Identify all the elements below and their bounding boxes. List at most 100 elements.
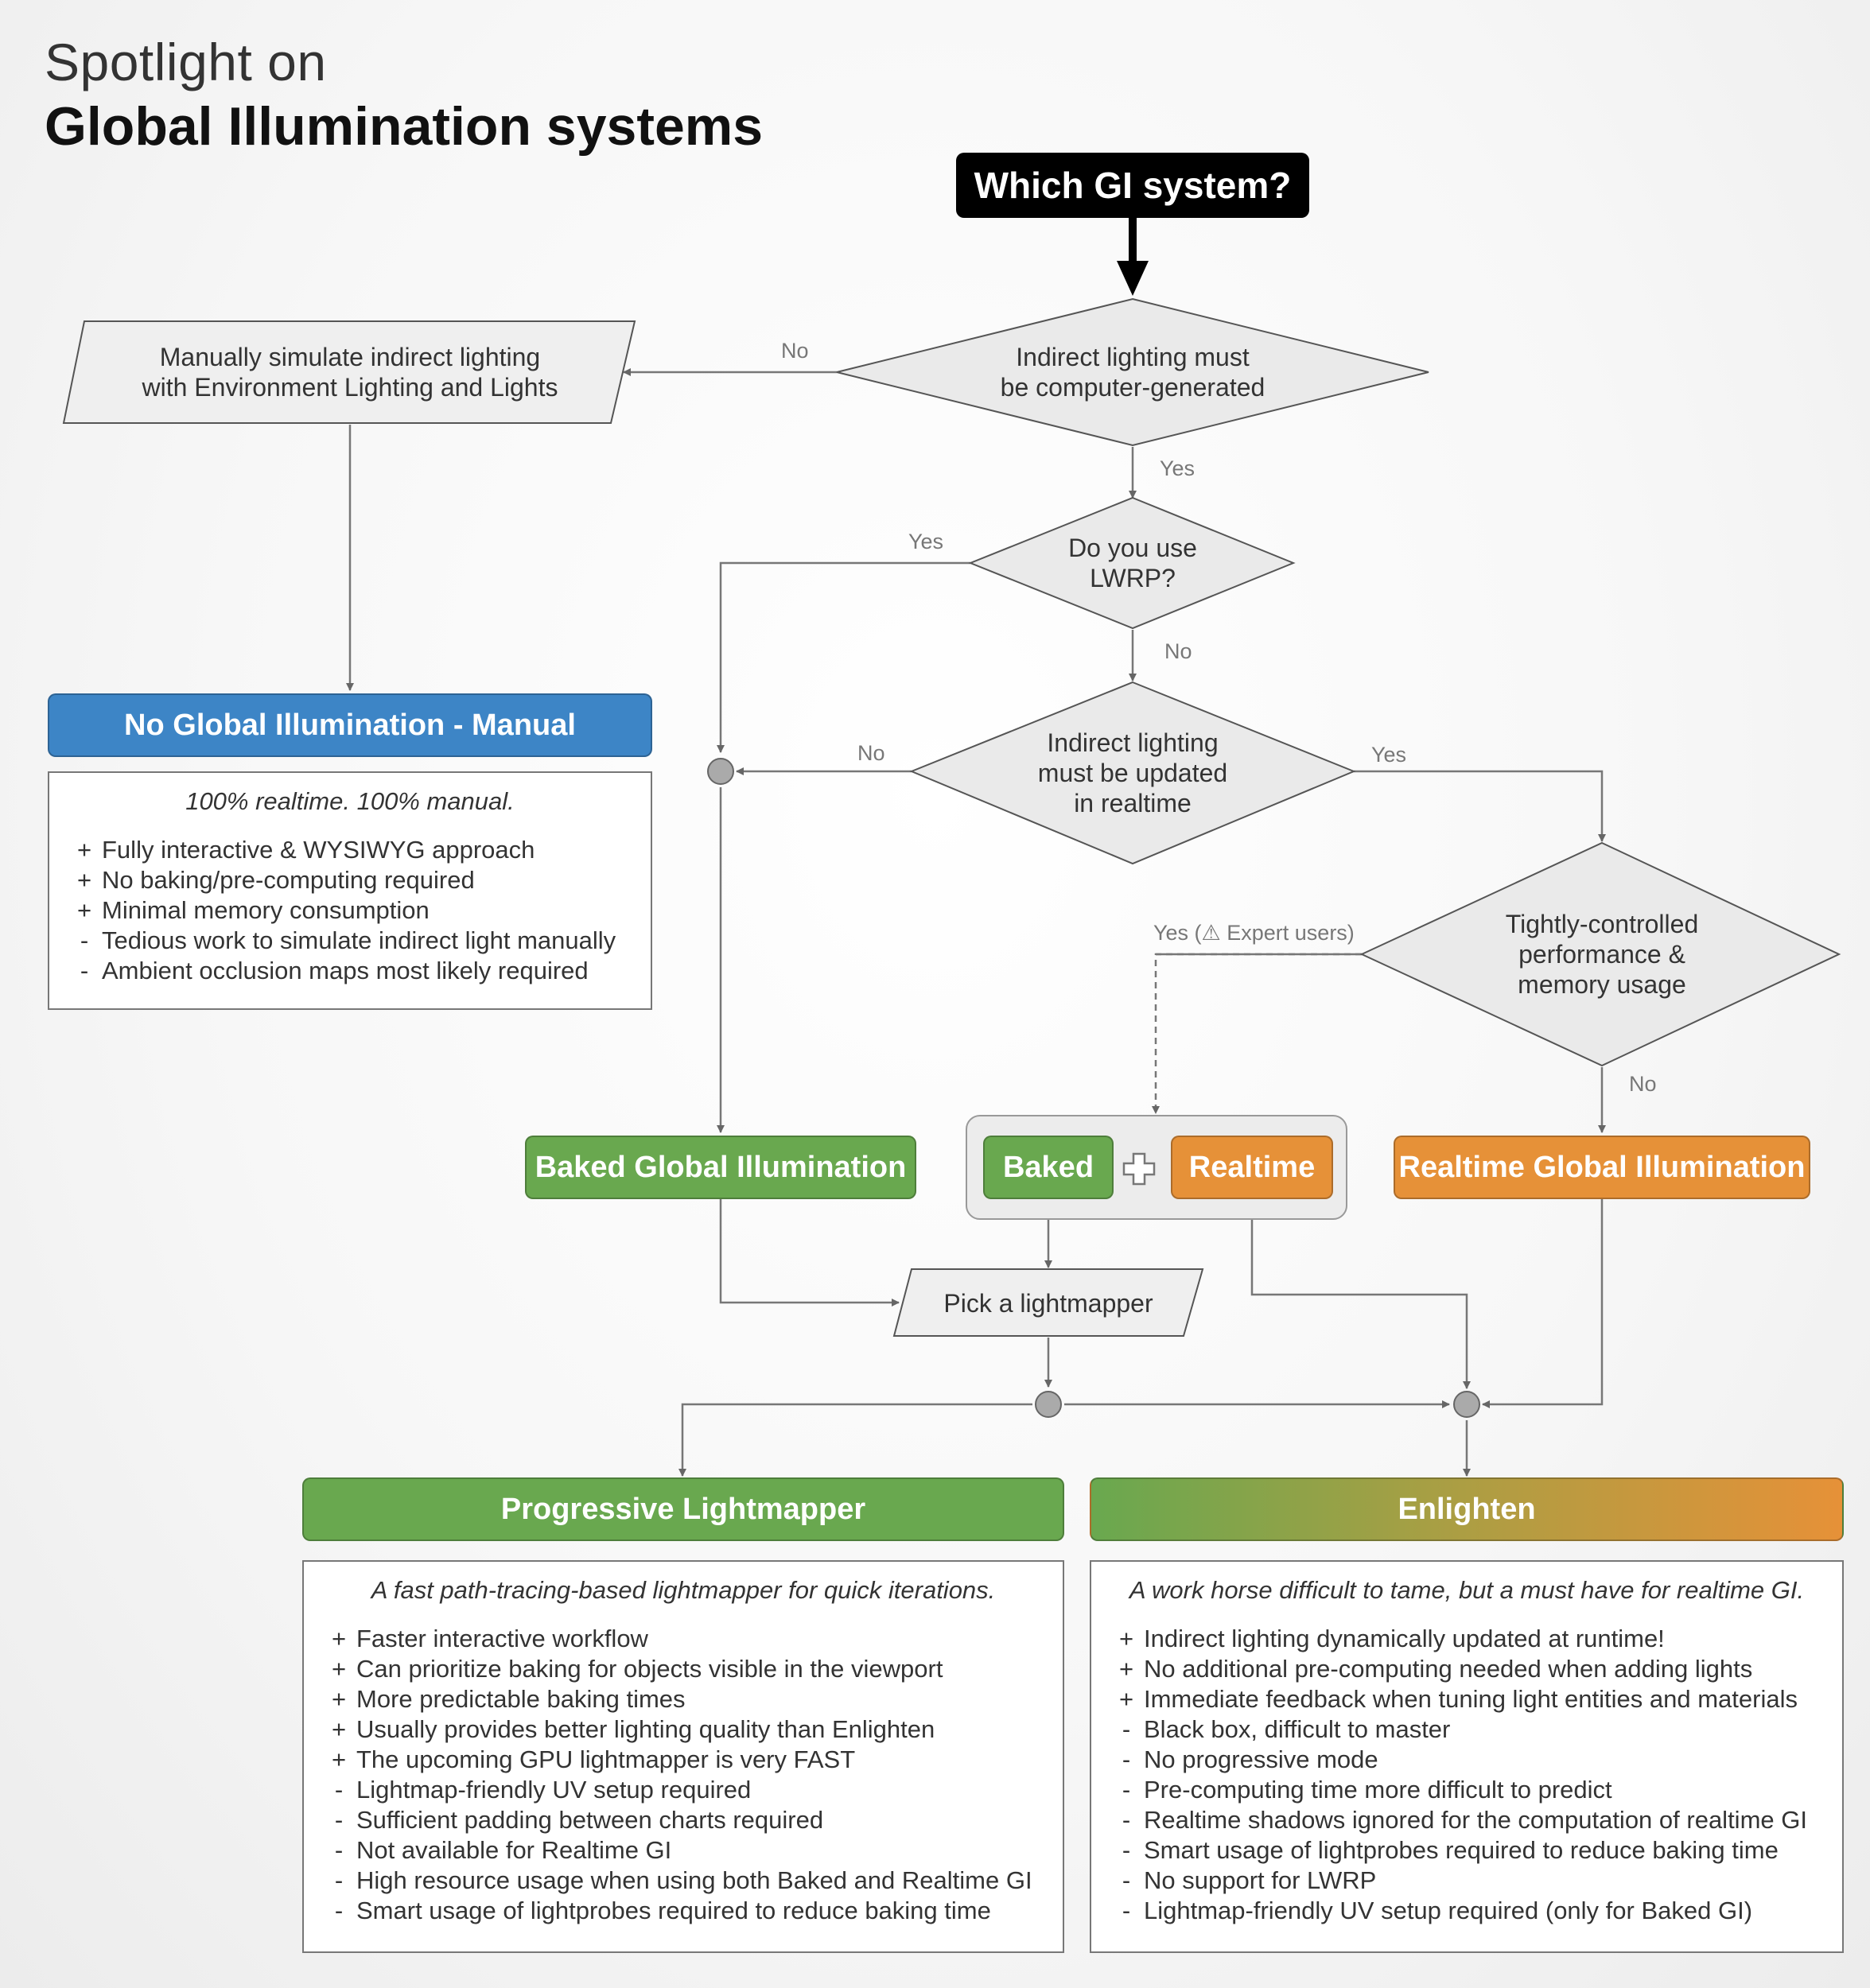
header-no-gi: No Global Illumination - Manual — [48, 693, 652, 757]
list-item: -No support for LWRP — [1109, 1866, 1842, 1896]
header-progressive: Progressive Lightmapper — [302, 1477, 1064, 1541]
list-item-text: Realtime shadows ignored for the computa… — [1144, 1806, 1807, 1834]
list-item: +Immediate feedback when tuning light en… — [1109, 1684, 1842, 1714]
edge-label-no: No — [857, 741, 885, 765]
junction-enlighten — [1453, 1391, 1480, 1418]
panel-intro: A fast path-tracing-based lightmapper fo… — [371, 1576, 996, 1604]
list-item: -Ambient occlusion maps most likely requ… — [67, 956, 651, 986]
list-item-text: Usually provides better lighting quality… — [356, 1715, 935, 1743]
start-node: Which GI system? — [956, 153, 1309, 218]
list-item: + Fully interactive & WYSIWYG approach — [67, 835, 651, 865]
panel-no-gi: 100% realtime. 100% manual. +Fully inter… — [48, 771, 652, 1010]
header-realtime: Realtime — [1171, 1136, 1333, 1199]
list-item-text: Pre-computing time more difficult to pre… — [1144, 1776, 1612, 1804]
decision-computer-generated — [836, 297, 1429, 447]
edge-label-yes: Yes — [908, 530, 944, 553]
list-item-text: More predictable baking times — [356, 1685, 686, 1713]
list-item-text: Tedious work to simulate indirect light … — [102, 926, 616, 954]
edge-d3-yes — [1354, 770, 1606, 842]
panel-enlighten: A work horse difficult to tame, but a mu… — [1090, 1560, 1844, 1953]
list-item-text: High resource usage when using both Bake… — [356, 1866, 1032, 1894]
list-item-text: The upcoming GPU lightmapper is very FAS… — [356, 1745, 856, 1773]
junction-baked — [707, 758, 734, 785]
pro-marker: + — [331, 1655, 347, 1683]
list-item: -Tedious work to simulate indirect light… — [67, 926, 651, 956]
pro-marker: + — [1118, 1685, 1134, 1713]
list-item-text: Ambient occlusion maps most likely requi… — [102, 957, 589, 984]
pro-marker: + — [76, 866, 92, 894]
list-item-text: Black box, difficult to master — [1144, 1715, 1451, 1743]
pro-marker: + — [1118, 1625, 1134, 1652]
edge-d4-expert — [1152, 953, 1362, 1114]
list-item-text: No baking/pre-computing required — [102, 866, 475, 894]
list-item: +Minimal memory consumption — [67, 895, 651, 926]
header-realtime-gi: Realtime Global Illumination — [1394, 1136, 1810, 1199]
pro-marker: + — [331, 1745, 347, 1773]
list-item-text: No additional pre-computing needed when … — [1144, 1655, 1753, 1683]
process-manual-simulate — [62, 320, 636, 424]
list-item: -Smart usage of lightprobes required to … — [321, 1896, 1063, 1926]
list-item: -Realtime shadows ignored for the comput… — [1109, 1805, 1842, 1835]
con-marker: - — [1122, 1866, 1131, 1894]
edge-baked-to-pick — [719, 1199, 900, 1307]
con-marker: - — [80, 957, 89, 984]
edge-label-no: No — [1629, 1072, 1657, 1096]
list-item-text: Can prioritize baking for objects visibl… — [356, 1655, 943, 1683]
process-manual-simulate-text: Manually simulate indirect lighting with… — [142, 343, 558, 402]
list-item: -Pre-computing time more difficult to pr… — [1109, 1775, 1842, 1805]
decision-use-lwrp-text: Do you use LWRP? — [1068, 534, 1197, 592]
con-marker: - — [1122, 1836, 1131, 1864]
list-item: + The upcoming GPU lightmapper is very FA… — [321, 1745, 1063, 1775]
list-item: -No progressive mode — [1109, 1745, 1842, 1775]
list-item-text: Lightmap-friendly UV setup required — [356, 1776, 752, 1804]
con-marker: - — [334, 1836, 344, 1864]
no-gi-list: + Fully interactive & WYSIWYG approach + No… — [49, 835, 651, 986]
list-item-text: Not available for Realtime GI — [356, 1836, 672, 1864]
list-item: +Faster interactive workflow — [321, 1624, 1063, 1654]
list-item: +No additional pre-computing needed when… — [1109, 1654, 1842, 1684]
page-title: Global Illumination systems — [45, 96, 764, 157]
decision-computer-generated-text: Indirect lighting must be computer-gener… — [1000, 343, 1265, 402]
decision-tight-control-text: Tightly-controlled performance & memory … — [1505, 910, 1699, 999]
header-enlighten: Enlighten — [1090, 1477, 1844, 1541]
list-item: + Usually provides better lighting qualit… — [321, 1714, 1063, 1745]
list-item-text: Sufficient padding between charts requir… — [356, 1806, 824, 1834]
header-baked-gi: Baked Global Illumination — [525, 1136, 916, 1199]
edge-label-yes: Yes — [1160, 456, 1195, 480]
list-item: -Black box, difficult to master — [1109, 1714, 1842, 1745]
enlighten-list: + Indirect lighting dynamically updated a… — [1091, 1624, 1842, 1926]
edge-junction-to-progressive — [678, 1403, 1032, 1477]
list-item: + No baking/pre-computing required — [67, 865, 651, 895]
con-marker: - — [1122, 1745, 1131, 1773]
decision-realtime-update-text: Indirect lighting must be updated in rea… — [1037, 728, 1228, 817]
list-item-text: Fully interactive & WYSIWYG approach — [102, 836, 535, 864]
list-item-text: No support for LWRP — [1144, 1866, 1377, 1894]
plus-icon — [1122, 1151, 1157, 1186]
decision-tight-control — [1359, 841, 1841, 1067]
junction-lightmapper — [1035, 1391, 1062, 1418]
list-item: + Can prioritize baking for objects visib… — [321, 1654, 1063, 1684]
start-arrowhead — [1117, 261, 1149, 296]
pro-marker: + — [331, 1625, 347, 1652]
process-pick-lightmapper-text: Pick a lightmapper — [943, 1289, 1153, 1318]
list-item-text: Smart usage of lightprobes required to r… — [356, 1897, 991, 1924]
list-item-text: Minimal memory consumption — [102, 896, 430, 924]
pro-marker: + — [331, 1685, 347, 1713]
list-item-text: Lightmap-friendly UV setup required (onl… — [1144, 1897, 1753, 1924]
list-item-text: No progressive mode — [1144, 1745, 1378, 1773]
progressive-list: +Faster interactive workflow+Can priorit… — [304, 1624, 1063, 1926]
panel-progressive: A fast path-tracing-based lightmapper fo… — [302, 1560, 1064, 1953]
title-prefix: Spotlight on — [45, 33, 327, 91]
list-item-text: Indirect lighting dynamically updated at… — [1144, 1625, 1665, 1652]
edge-label-no: No — [781, 339, 809, 363]
list-item: -Lightmap-friendly UV setup required — [321, 1775, 1063, 1805]
list-item: -High resource usage when using both Bak… — [321, 1866, 1063, 1896]
con-marker: - — [334, 1806, 344, 1834]
edge-realtimegi-to-junction — [1482, 1199, 1604, 1408]
list-item: + More predictable baking times — [321, 1684, 1063, 1714]
con-marker: - — [1122, 1897, 1131, 1924]
list-item: -Not available for Realtime GI — [321, 1835, 1063, 1866]
pro-marker: + — [76, 836, 92, 864]
pro-marker: + — [331, 1715, 347, 1743]
edge-d2-yes — [717, 561, 970, 753]
